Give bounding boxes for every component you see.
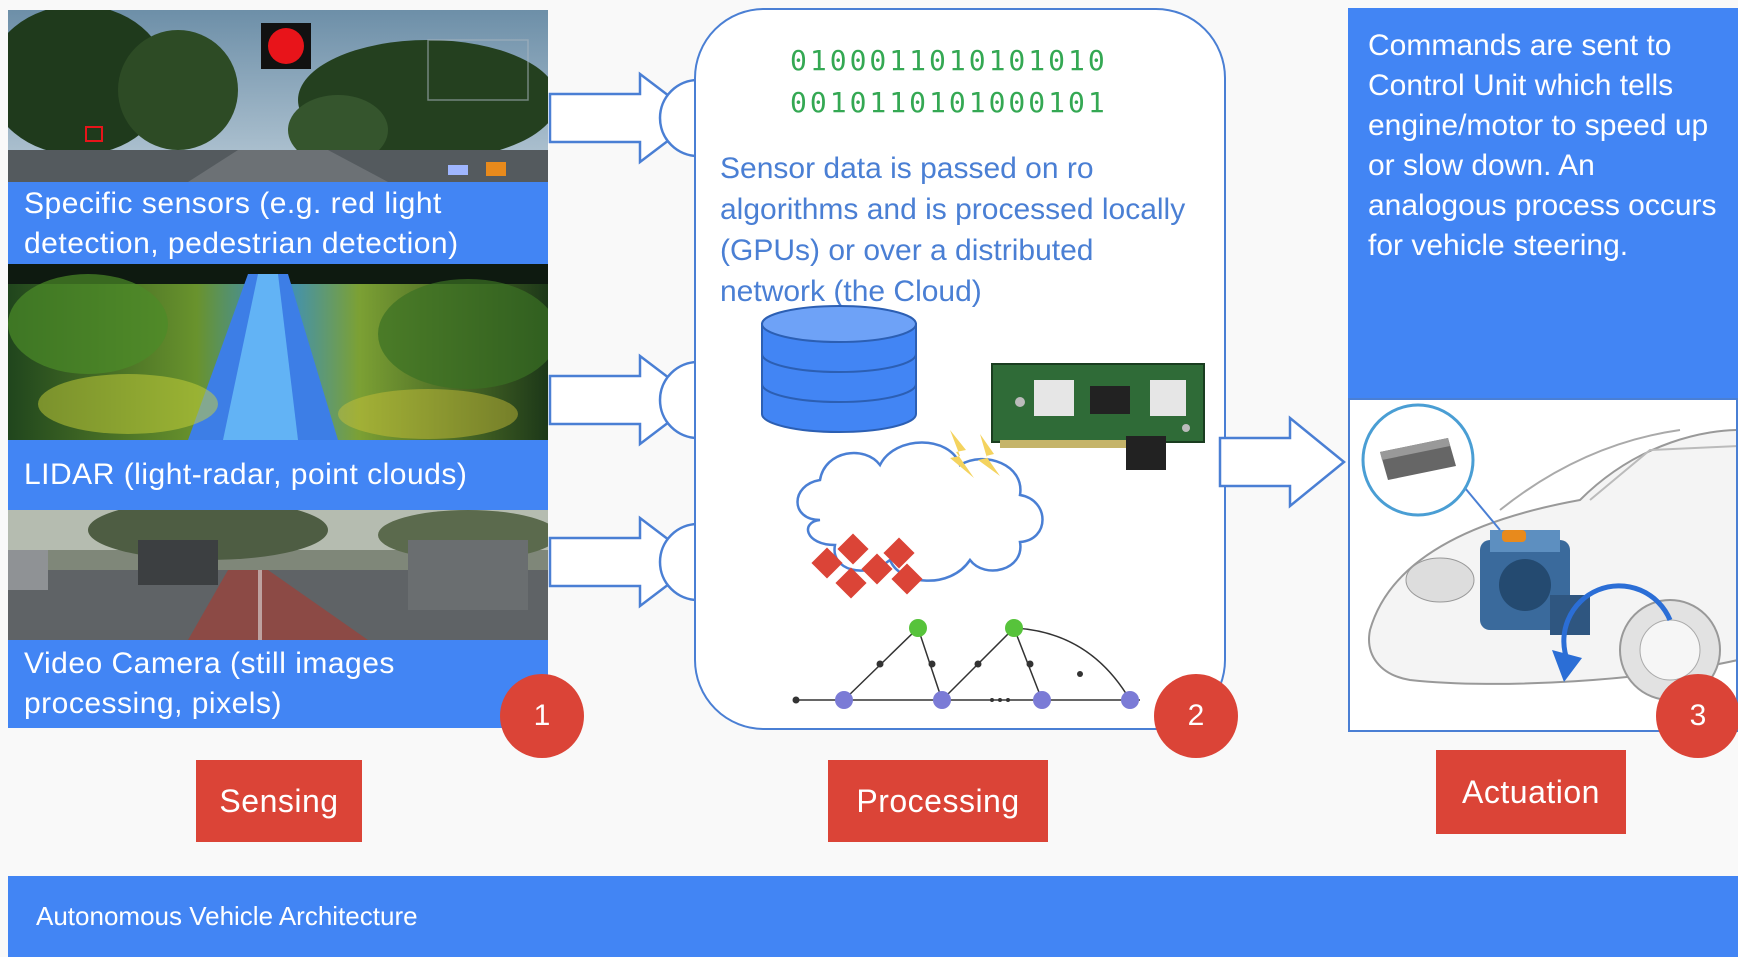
lightning-icon <box>950 430 974 478</box>
binary-line-2: 0010110101000101 <box>790 86 1108 119</box>
gpu-board-icon <box>991 363 1205 470</box>
actuation-description: Commands are sent to Control Unit which … <box>1368 29 1717 262</box>
cloud-icon <box>796 430 1044 599</box>
binary-line-1: 0100011010101010 <box>790 44 1108 77</box>
arrow-right-icon <box>1218 415 1346 509</box>
video-camera-image <box>8 510 548 640</box>
graph-model-icon <box>792 619 1140 709</box>
footer-bar: Autonomous Vehicle Architecture <box>8 876 1738 957</box>
database-icon <box>761 305 917 433</box>
processing-description: Sensor data is passed on ro algorithms a… <box>720 152 1186 308</box>
control-unit-icon <box>1380 438 1456 480</box>
actuation-label: Actuation <box>1436 750 1626 834</box>
sensing-label: Sensing <box>196 760 362 842</box>
step-badge-2: 2 <box>1154 674 1238 758</box>
footer-title: Autonomous Vehicle Architecture <box>36 901 418 931</box>
sensor-caption-video: Video Camera (still images processing, p… <box>8 640 548 728</box>
engine-icon <box>1480 530 1590 635</box>
rotation-arrow-icon <box>1561 583 1673 663</box>
sensor-detection-image <box>8 10 548 182</box>
step-badge-1: 1 <box>500 674 584 758</box>
arrow-processing-to-actuation <box>1218 415 1346 509</box>
car-engine-image <box>1348 398 1738 732</box>
step-badge-3: 3 <box>1656 674 1738 758</box>
lidar-image <box>8 264 548 440</box>
actuation-description-box <box>1348 8 1738 398</box>
sensor-caption-specific: Specific sensors (e.g. red light detecti… <box>8 182 548 264</box>
sensor-caption-lidar: LIDAR (light-radar, point clouds) <box>8 440 548 510</box>
processing-label: Processing <box>828 760 1048 842</box>
